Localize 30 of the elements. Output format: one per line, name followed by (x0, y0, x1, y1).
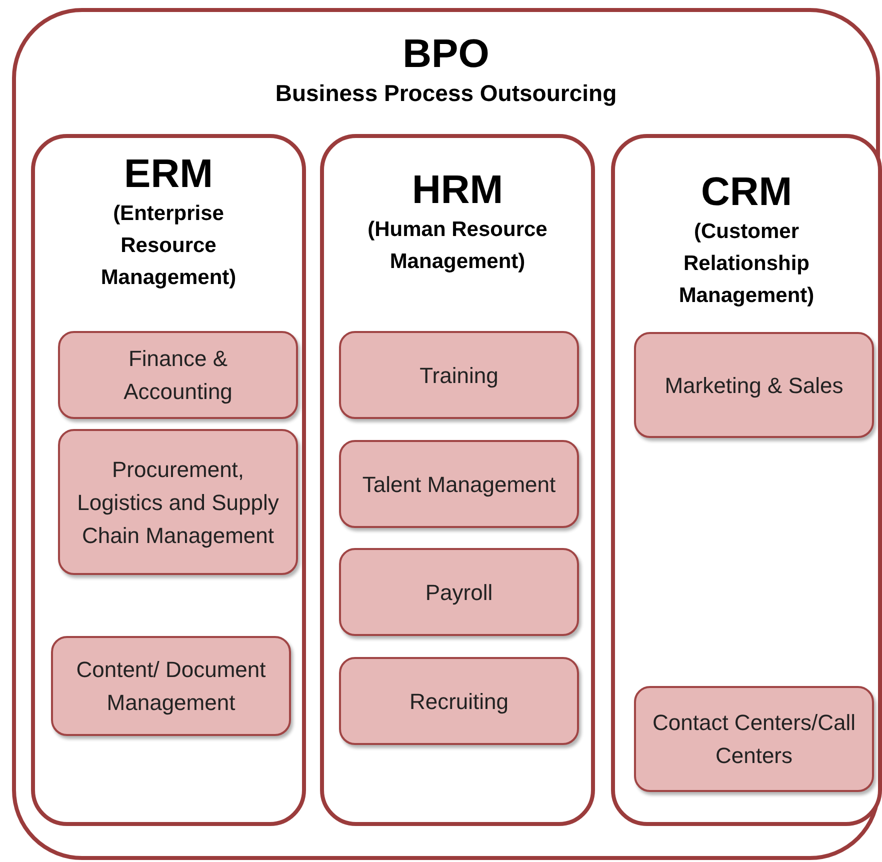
panel-subtitle: (Human Resource Management) (366, 217, 548, 275)
panel-title: ERM (124, 151, 213, 198)
box-label: Talent Management (362, 470, 556, 499)
box-label: Marketing & Sales (664, 372, 844, 400)
outer-panel (12, 8, 880, 860)
process-box (58, 331, 298, 419)
process-box (339, 331, 579, 419)
process-box (339, 440, 579, 528)
box-label: Payroll (425, 578, 493, 607)
box-label: Training (420, 362, 498, 390)
group-panel (611, 134, 882, 826)
process-box (58, 429, 298, 575)
process-box (51, 636, 291, 736)
box-label: Content/ Document Management (75, 656, 267, 717)
panel-title: BPO (402, 31, 490, 78)
process-box (634, 686, 874, 792)
box-label: Finance & Accounting (122, 345, 234, 406)
box-label: Contact Centers/Call Centers (652, 709, 856, 770)
panel-title: HRM (412, 167, 504, 214)
panel-subtitle: (Enterprise Resource Management) (100, 201, 238, 291)
panel-title: CRM (700, 169, 792, 216)
process-box (339, 657, 579, 745)
process-box (634, 332, 874, 438)
group-panel (320, 134, 595, 826)
group-panel (31, 134, 306, 826)
box-label: Recruiting (409, 688, 509, 716)
process-box (339, 548, 579, 636)
box-label: Procurement, Logistics and Supply Chain Management (76, 456, 280, 550)
panel-subtitle: (Customer Relationship Management) (678, 219, 816, 309)
panel-subtitle: Business Process Outsourcing (275, 79, 617, 108)
